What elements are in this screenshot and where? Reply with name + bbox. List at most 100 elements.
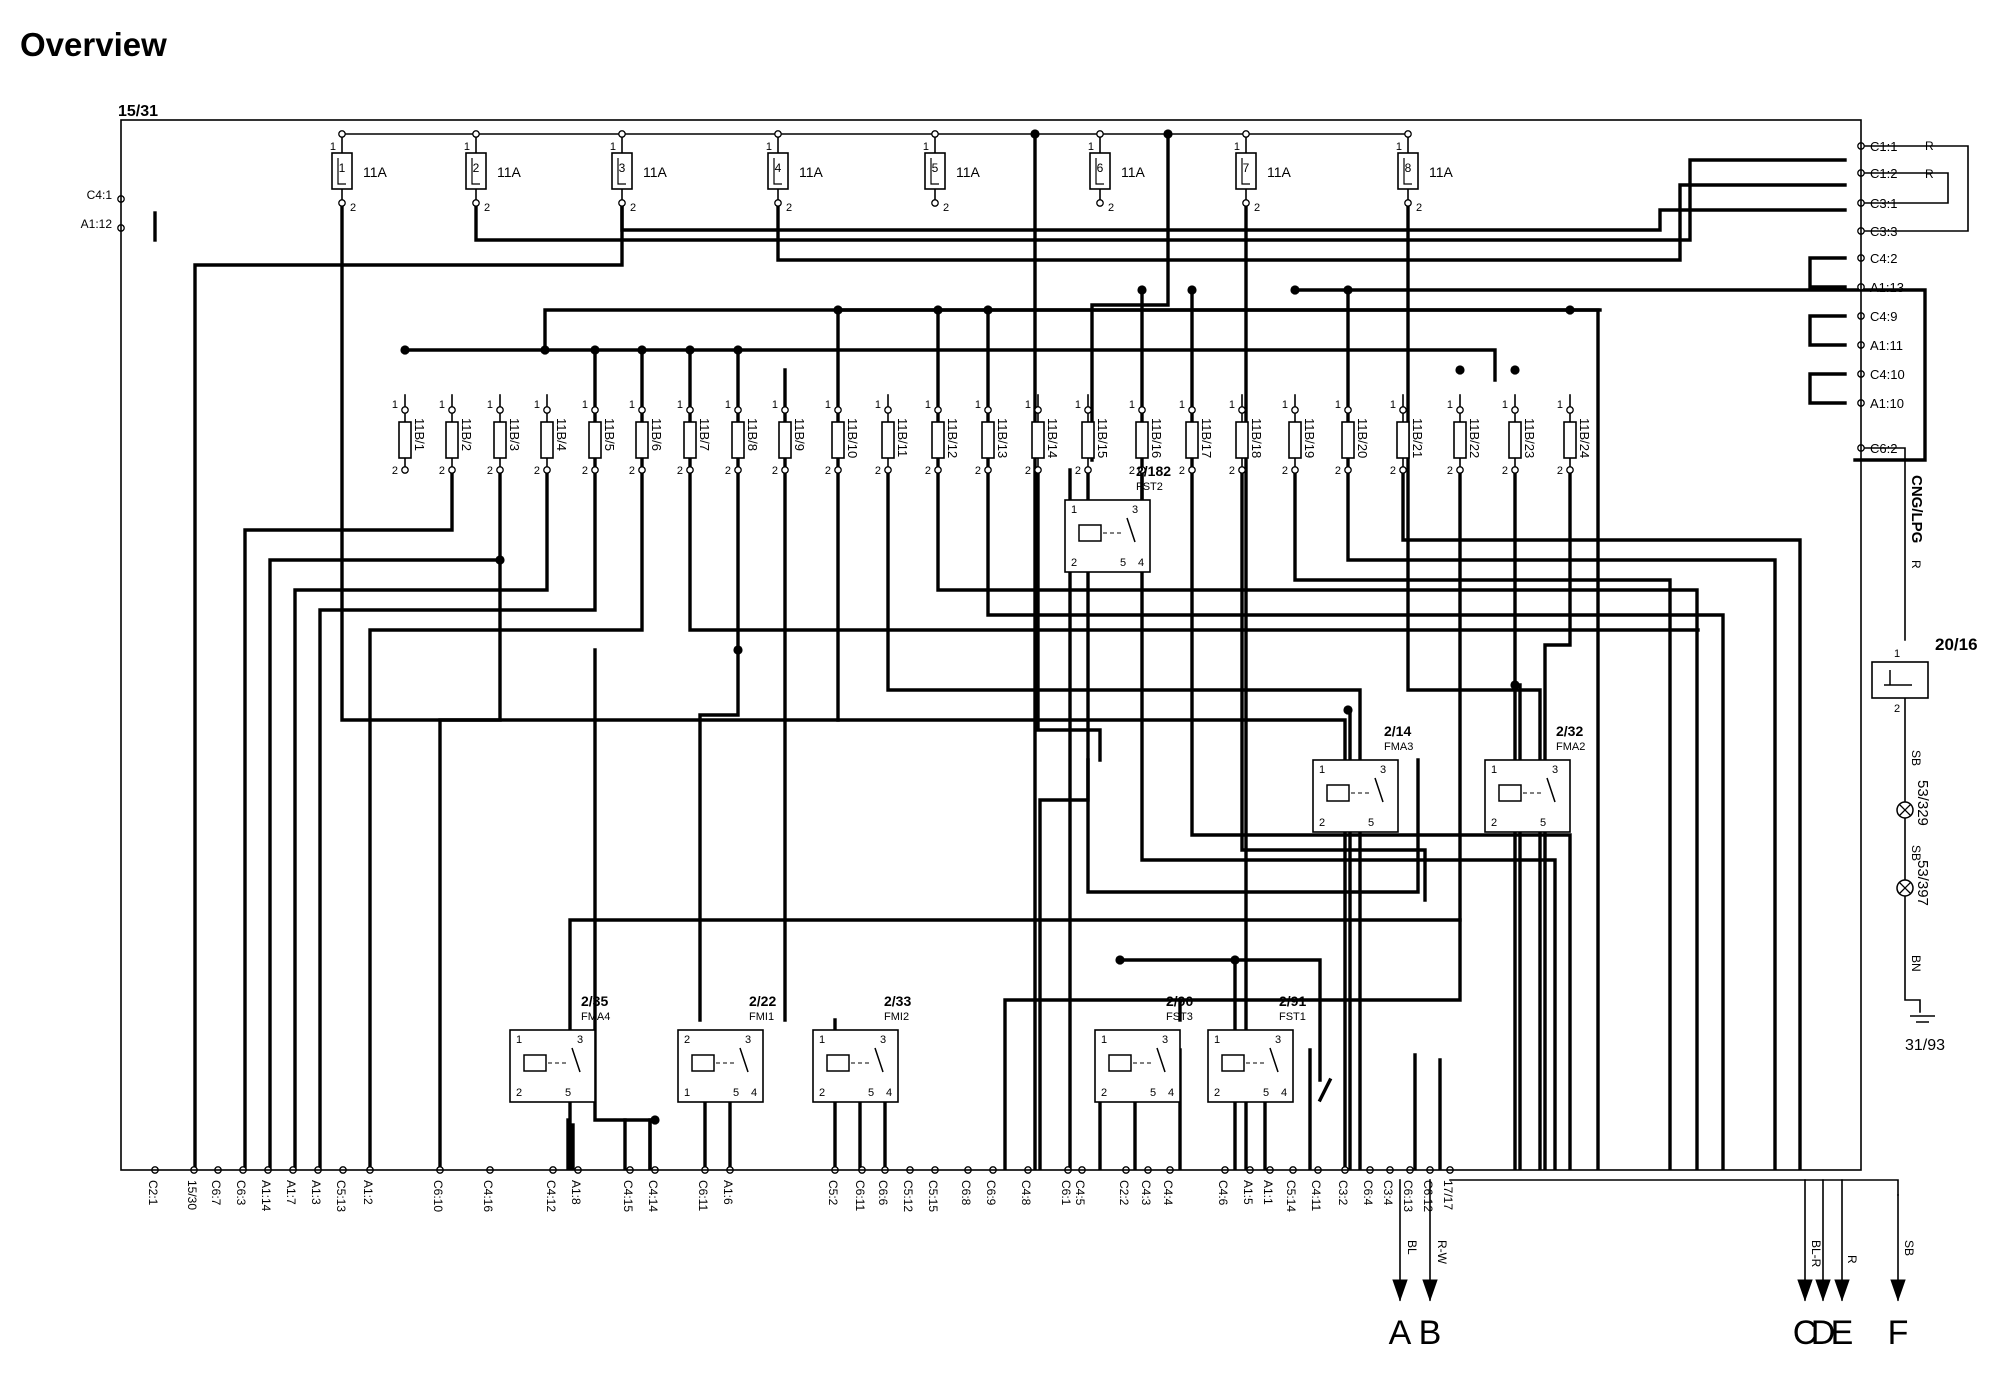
relay-pin: 2	[516, 1087, 522, 1099]
relay-pin: 1	[1214, 1034, 1220, 1046]
connector-label: A1:11	[1870, 338, 1903, 353]
relay-name: FST2	[1136, 481, 1163, 493]
jumper-wire	[1808, 256, 1847, 289]
connector-label: C1:1	[1870, 139, 1897, 154]
cng-wire	[1904, 697, 1921, 1013]
fuse-label: 11B/17	[1199, 418, 1214, 458]
fuse-label: 11B/15	[1095, 418, 1110, 458]
relay-name: FMA4	[581, 1011, 610, 1023]
relay-pin: 1	[1101, 1034, 1107, 1046]
wire-layer	[153, 132, 1969, 1301]
junction-dot	[590, 345, 600, 355]
terminal-pin	[1511, 466, 1519, 474]
fuse-rating: 11A	[497, 164, 522, 180]
junction-dot	[540, 345, 550, 355]
relay-coil	[1326, 784, 1350, 802]
pin-number: 1	[825, 399, 831, 411]
row-fuse	[493, 421, 507, 459]
arrowhead	[1422, 1279, 1438, 1302]
connector-label: C3:1	[1870, 196, 1897, 211]
ground-label: 31/93	[1905, 1037, 1945, 1054]
relay-name: FST1	[1279, 1011, 1306, 1023]
relay-switch	[1374, 777, 1384, 803]
relay-id: 2/32	[1556, 723, 1583, 739]
terminal-pin	[401, 466, 409, 474]
terminal-pin	[496, 466, 504, 474]
relay-pin: 3	[880, 1034, 886, 1046]
terminal-pin	[1238, 406, 1246, 414]
fuse-number: 4	[775, 161, 782, 175]
junction-dot	[400, 345, 410, 355]
terminal-pin	[1188, 406, 1196, 414]
row-fuse	[931, 421, 945, 459]
connector-label: C4:5	[1073, 1180, 1087, 1206]
connector-label: 17/17	[1441, 1180, 1455, 1210]
power-wire	[1543, 468, 1572, 762]
fuse-label: 11B/7	[697, 418, 712, 451]
relay-switch	[739, 1047, 749, 1073]
pin-number: 2	[350, 202, 356, 214]
power-wire	[268, 468, 502, 1170]
pin-number: 1	[629, 399, 635, 411]
terminal-pin	[338, 130, 346, 138]
fuse-element	[337, 158, 346, 185]
pin-number: 1	[875, 399, 881, 411]
fuse-label: 11B/18	[1249, 418, 1264, 458]
fuse-number: 3	[619, 161, 626, 175]
pin-number: 2	[786, 202, 792, 214]
connector-label: C6:7	[209, 1180, 223, 1206]
connector-label: C5:12	[901, 1180, 915, 1212]
fuse-element	[617, 158, 626, 185]
connector-label: C4:1	[87, 188, 113, 202]
terminal-pin	[934, 406, 942, 414]
relay-coil	[1221, 1054, 1245, 1072]
connector-label: C2:1	[146, 1180, 160, 1206]
pin-number: 1	[1229, 399, 1235, 411]
connector-label: C6:3	[234, 1180, 248, 1206]
top-fuse	[1397, 152, 1419, 190]
relay-pin: 4	[1281, 1087, 1287, 1099]
row-fuse	[1508, 421, 1522, 459]
relay-pin: 1	[1319, 764, 1325, 776]
pin-number: 1	[1282, 399, 1288, 411]
pin-number: 2	[1390, 465, 1396, 477]
loop-wire	[1860, 172, 1949, 204]
connector-label: C5:13	[334, 1180, 348, 1212]
pin-number: 1	[1025, 399, 1031, 411]
fuse-rating: 11A	[1121, 164, 1146, 180]
terminal-pin	[931, 130, 939, 138]
relay-name: FST3	[1166, 1011, 1193, 1023]
jumper-wire	[1808, 372, 1847, 405]
pin-number: 1	[1335, 399, 1341, 411]
power-wire	[1090, 132, 1170, 462]
fuse-rating: 11A	[956, 164, 981, 180]
pin-number: 2	[582, 465, 588, 477]
terminal-pin	[781, 466, 789, 474]
ground-symbol	[1910, 1015, 1935, 1023]
loop-wire	[1860, 145, 1969, 232]
pin-number: 2	[1282, 465, 1288, 477]
pin-number: 1	[1502, 399, 1508, 411]
row-fuse	[635, 421, 649, 459]
pin-number: 1	[1447, 399, 1453, 411]
pin-number: 1	[923, 141, 929, 153]
pin-number: 1	[330, 141, 336, 153]
relay-coil	[523, 1054, 547, 1072]
power-wire	[688, 468, 1700, 632]
arrowhead	[1392, 1279, 1408, 1302]
row-fuse	[1081, 421, 1095, 459]
relay-coil	[691, 1054, 715, 1072]
terminal-pin	[984, 406, 992, 414]
pin-number: 2	[943, 202, 949, 214]
junction-dot	[650, 1115, 660, 1125]
row-fuse	[588, 421, 602, 459]
relay-pin: 1	[516, 1034, 522, 1046]
relay-id: 2/90	[1166, 993, 1193, 1009]
power-wire	[1003, 918, 1462, 1170]
top-fuse	[1089, 152, 1111, 190]
connector-label: A1:1	[1261, 1180, 1275, 1205]
relay-id: 2/182	[1136, 463, 1171, 479]
junction-dot	[733, 645, 743, 655]
pin-number: 2	[439, 465, 445, 477]
